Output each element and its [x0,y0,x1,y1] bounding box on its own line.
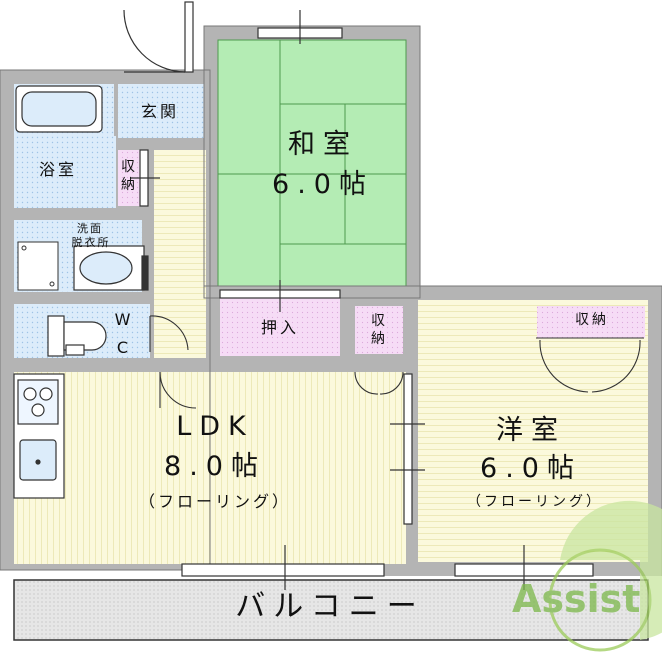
senmen-label-1: 洗面 [77,222,103,235]
washbasin [73,245,149,291]
senmen-label-2: 脱衣所 [71,236,111,249]
sliding-doors [130,149,425,525]
bathtub [15,85,103,133]
toilet [47,315,107,357]
yokushitsu-label: 浴室 [38,160,77,179]
washing-machine-pan [17,241,59,291]
windows [181,10,594,590]
entrance-door [123,1,194,73]
balcony-label: バルコニー [235,589,425,624]
swing-doors [149,315,644,409]
ldk-name: LDK [176,411,254,442]
wc-label-c: C [116,338,132,357]
oshiire-label: 押入 [260,318,299,337]
wc-label-w: W [114,310,134,329]
yoshitsu-name: 洋室 [496,415,566,446]
genkan-label: 玄関 [140,102,179,121]
washitsu-size: 6.0帖 [272,169,374,200]
shuno-right-label: 収納 [575,312,609,328]
watermark-text: Assist [512,577,640,621]
ldk-floor: （フローリング） [138,492,291,511]
ldk-size: 8.0帖 [164,451,266,482]
washitsu-name: 和室 [288,129,358,160]
watermark-logo: Assist [512,500,662,652]
shuno-center-label: 収納 [371,313,385,347]
yoshitsu-floor: （フローリング） [467,494,603,510]
kitchen [13,373,65,499]
shuno-small-label: 収納 [121,159,135,193]
tatami-lines [217,40,406,286]
yoshitsu-size: 6.0帖 [480,453,582,484]
